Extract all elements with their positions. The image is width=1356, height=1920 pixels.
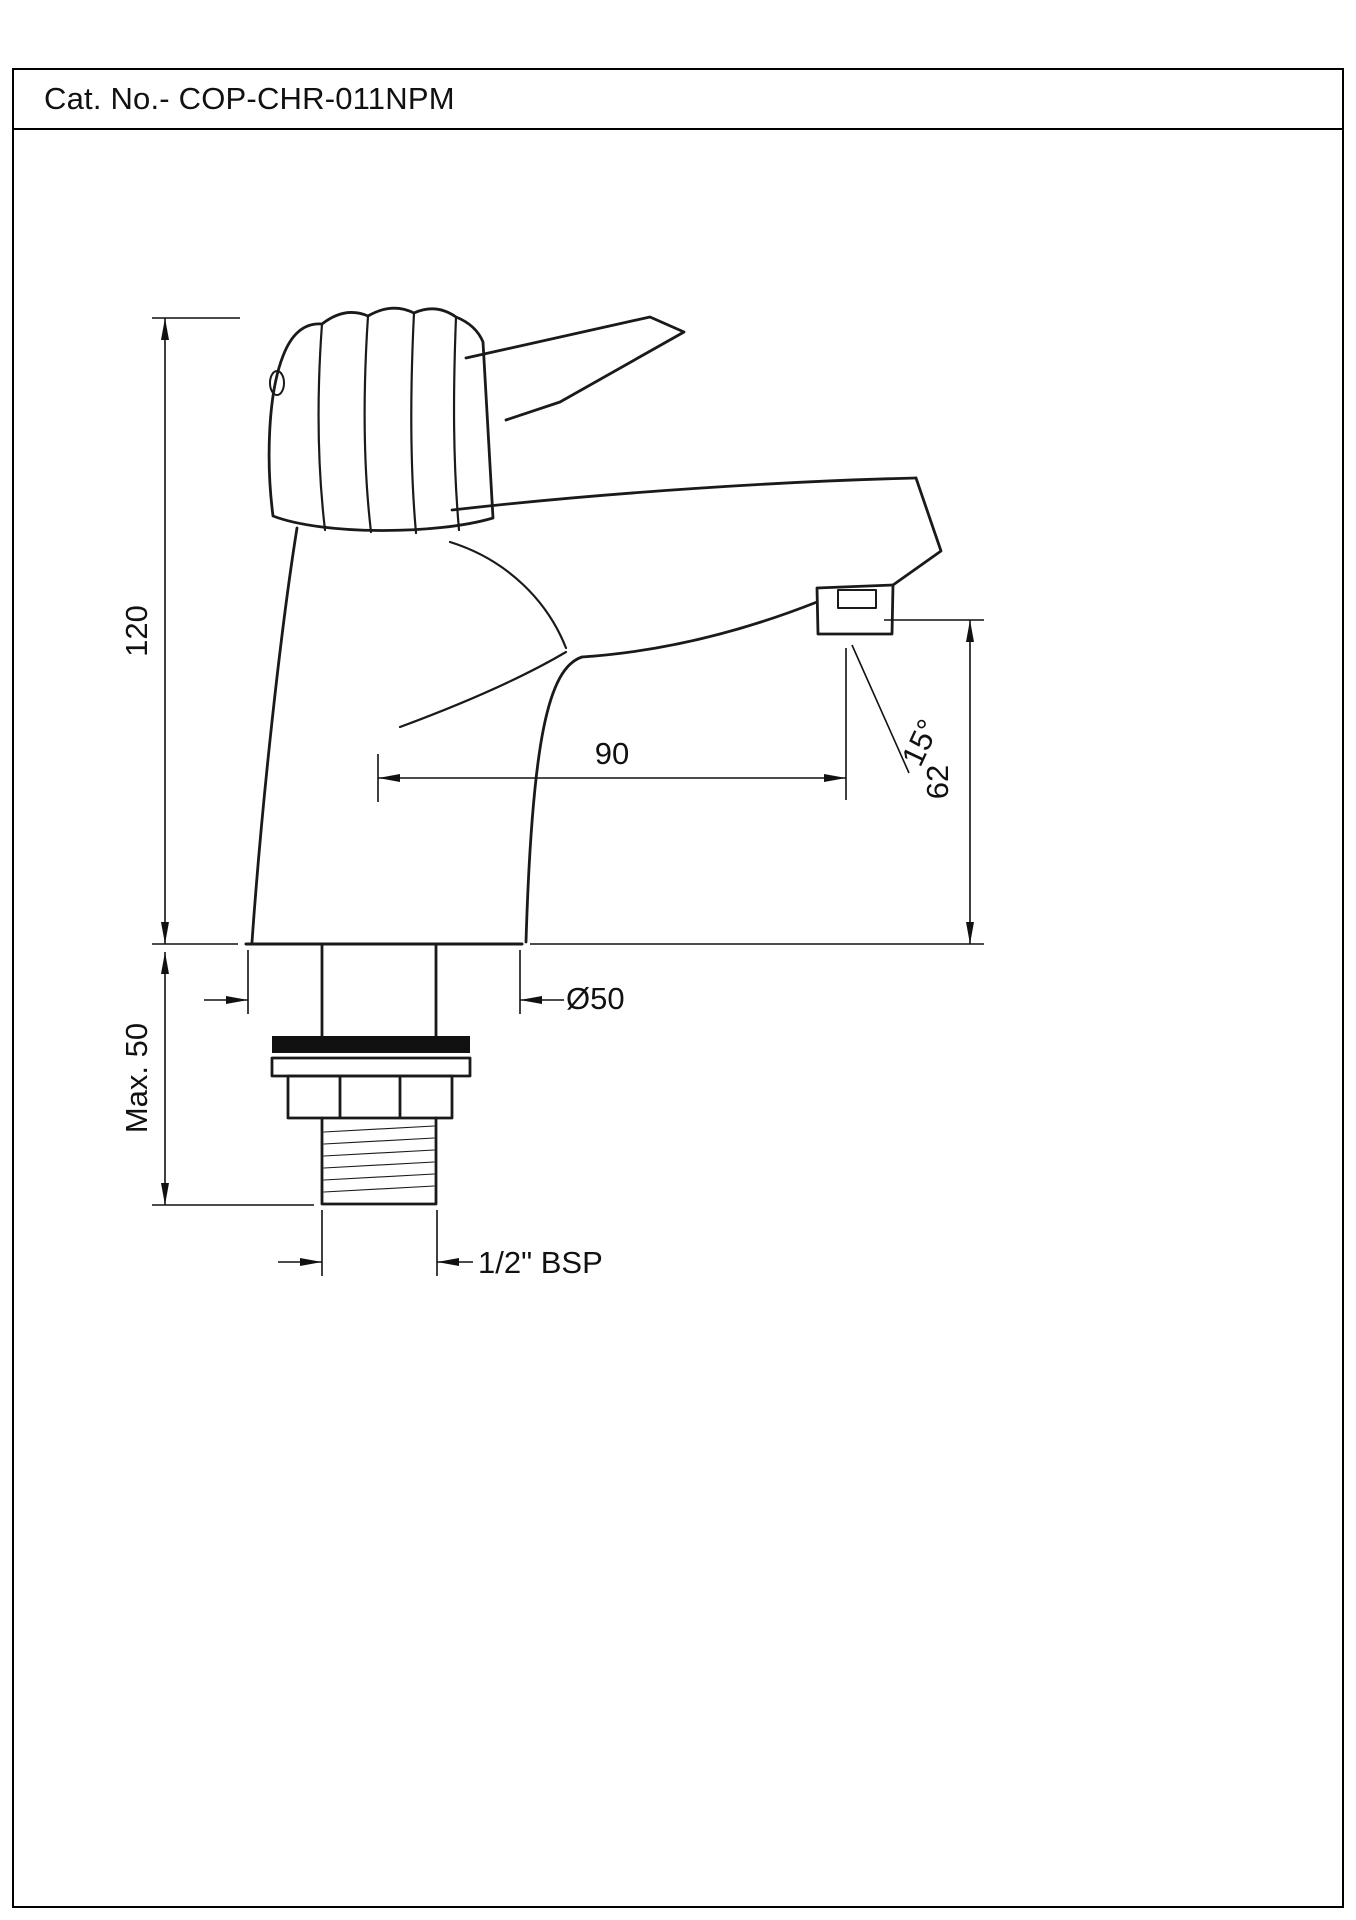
aerator-inner (837, 589, 877, 609)
dim-angle-15: 15° (851, 644, 947, 774)
drawing-area (12, 128, 1344, 1908)
rubber-washer (272, 1036, 470, 1053)
dim-label-reach: 90 (595, 736, 629, 771)
handle-lever (464, 315, 686, 422)
body-right-edge (524, 655, 584, 944)
threaded-shank (320, 1116, 438, 1206)
spout-tip-face (891, 476, 943, 587)
title-block: Cat. No.- COP-CHR-011NPM (12, 68, 1344, 130)
faucet-outline (244, 306, 943, 1206)
aerator (815, 583, 895, 636)
dim-label-max-deck: Max. 50 (119, 1023, 154, 1133)
body-sculpt-curve (398, 650, 568, 729)
spout-underside (580, 600, 819, 659)
body-left-edge (250, 526, 299, 944)
dim-label-thread: 1/2" BSP (478, 1245, 603, 1280)
dim-max-50: Max. 50 (119, 952, 314, 1206)
dim-label-height: 120 (119, 605, 154, 657)
catalog-number: Cat. No.- COP-CHR-011NPM (44, 81, 455, 116)
handle-screw-detail (269, 370, 285, 396)
handle-knob-flutes (317, 311, 461, 535)
dim-base-dia-50: Ø50 (204, 950, 625, 1016)
dim-label-spout-height: 62 (920, 765, 955, 799)
angle-line (851, 644, 910, 774)
dim-thread-bsp: 1/2" BSP (278, 1210, 603, 1280)
body-blend-curve (448, 540, 568, 650)
thread-lines (323, 1125, 435, 1193)
dim-spout-height-62: 62 (530, 619, 984, 945)
flange (270, 1056, 472, 1078)
dimensions: 120 Max. 50 90 62 (119, 317, 984, 1280)
dim-label-angle: 15° (895, 714, 947, 771)
shank-upper (320, 942, 438, 1038)
spout-top-edge (450, 476, 918, 512)
mounting-nut (286, 1074, 454, 1120)
dim-label-base-diameter: Ø50 (566, 981, 625, 1016)
dim-reach-90: 90 (377, 648, 847, 802)
handle-knob (267, 306, 495, 532)
dim-height-120: 120 (119, 317, 240, 945)
